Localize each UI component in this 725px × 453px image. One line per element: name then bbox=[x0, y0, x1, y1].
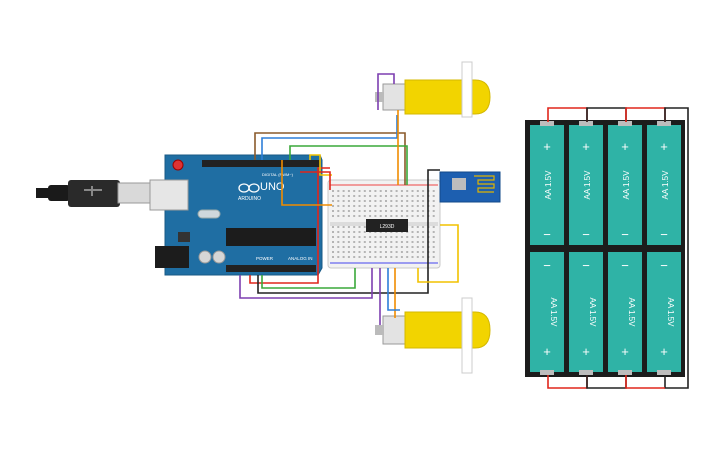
wire-green-1 bbox=[289, 145, 408, 185]
wire-red-power bbox=[249, 167, 330, 284]
l293d-label: L293D bbox=[380, 224, 395, 230]
battery-minus-symbol: − bbox=[543, 258, 551, 273]
battery-cell-label: AA 1.5V bbox=[627, 298, 636, 328]
wires bbox=[239, 73, 459, 325]
wire-blue bbox=[261, 115, 398, 160]
battery-cell-label: AA 1.5V bbox=[549, 298, 558, 328]
dc-motor-bottom[interactable] bbox=[375, 297, 491, 374]
arduino-logo-icon bbox=[238, 183, 260, 193]
battery-cell: + − AA 1.5V bbox=[647, 252, 681, 375]
battery-plus-symbol: + bbox=[621, 139, 629, 154]
battery-plus-symbol: + bbox=[582, 139, 590, 154]
battery-cell-label: AA 1.5V bbox=[588, 298, 597, 328]
battery-cell: + − AA 1.5V bbox=[569, 121, 603, 245]
battery-minus-symbol: − bbox=[543, 227, 551, 242]
atmega-chip bbox=[226, 228, 316, 246]
power-jack bbox=[155, 246, 189, 268]
battery-minus-symbol: − bbox=[660, 258, 668, 273]
battery-cell: + − AA 1.5V bbox=[569, 252, 603, 375]
battery-cell: + − AA 1.5V bbox=[530, 252, 564, 375]
wire-yellow bbox=[309, 154, 332, 176]
battery-plus-symbol: + bbox=[582, 344, 590, 359]
battery-cell-label: AA 1.5V bbox=[661, 170, 670, 200]
wire-purple-top bbox=[377, 73, 395, 110]
esp8266-module[interactable] bbox=[439, 171, 501, 203]
wire-red-mid bbox=[300, 171, 331, 190]
battery-cell-label: AA 1.5V bbox=[544, 170, 553, 200]
wire-orange-mid bbox=[281, 160, 332, 206]
battery-cell: + − AA 1.5V bbox=[530, 121, 564, 245]
wire-brown bbox=[254, 132, 406, 185]
wire-black-gnd bbox=[257, 169, 440, 294]
wire-blue-bottom bbox=[387, 268, 400, 311]
battery-packs: + − AA 1.5V + − AA 1.5V + − AA 1.5V + − AA 1.5V + − AA… bbox=[525, 120, 685, 377]
battery-minus-symbol: − bbox=[621, 227, 629, 242]
battery-plus-symbol: + bbox=[660, 344, 668, 359]
battery-minus-symbol: − bbox=[582, 227, 590, 242]
battery-cell-label: AA 1.5V bbox=[583, 170, 592, 200]
usb-port bbox=[149, 179, 189, 211]
analog-header-label: ANALOG IN bbox=[288, 256, 313, 261]
battery-cell-label: AA 1.5V bbox=[622, 170, 631, 200]
digital-header-label: DIGITAL (PWM~) bbox=[262, 172, 294, 177]
battery-minus-symbol: − bbox=[621, 258, 629, 273]
arduino-uno-board[interactable]: UNO ARDUINO POWER ANALOG IN DIGITAL (PWM… bbox=[149, 154, 323, 276]
battery-cell-label: AA 1.5V bbox=[666, 298, 675, 328]
l293d-chip[interactable]: L293D bbox=[366, 219, 408, 232]
battery-plus-symbol: + bbox=[621, 344, 629, 359]
battery-minus-symbol: − bbox=[582, 258, 590, 273]
battery-cell: + − AA 1.5V bbox=[647, 121, 681, 245]
dc-motor-top[interactable] bbox=[375, 61, 491, 118]
reset-button bbox=[172, 159, 184, 171]
wire-purple bbox=[239, 268, 373, 299]
arduino-brand-label: ARDUINO bbox=[238, 196, 261, 202]
wire-green-2 bbox=[261, 268, 356, 289]
battery-plus-symbol: + bbox=[543, 344, 551, 359]
battery-wires bbox=[547, 107, 689, 389]
battery-plus-symbol: + bbox=[543, 139, 551, 154]
battery-cell: + − AA 1.5V bbox=[608, 121, 642, 245]
usb-cable bbox=[36, 180, 153, 207]
battery-plus-symbol: + bbox=[660, 139, 668, 154]
wire-yellow-right bbox=[417, 224, 459, 283]
battery-minus-symbol: − bbox=[660, 227, 668, 242]
power-header-label: POWER bbox=[256, 256, 274, 261]
uno-label: UNO bbox=[260, 181, 285, 193]
battery-cell: + − AA 1.5V bbox=[608, 252, 642, 375]
